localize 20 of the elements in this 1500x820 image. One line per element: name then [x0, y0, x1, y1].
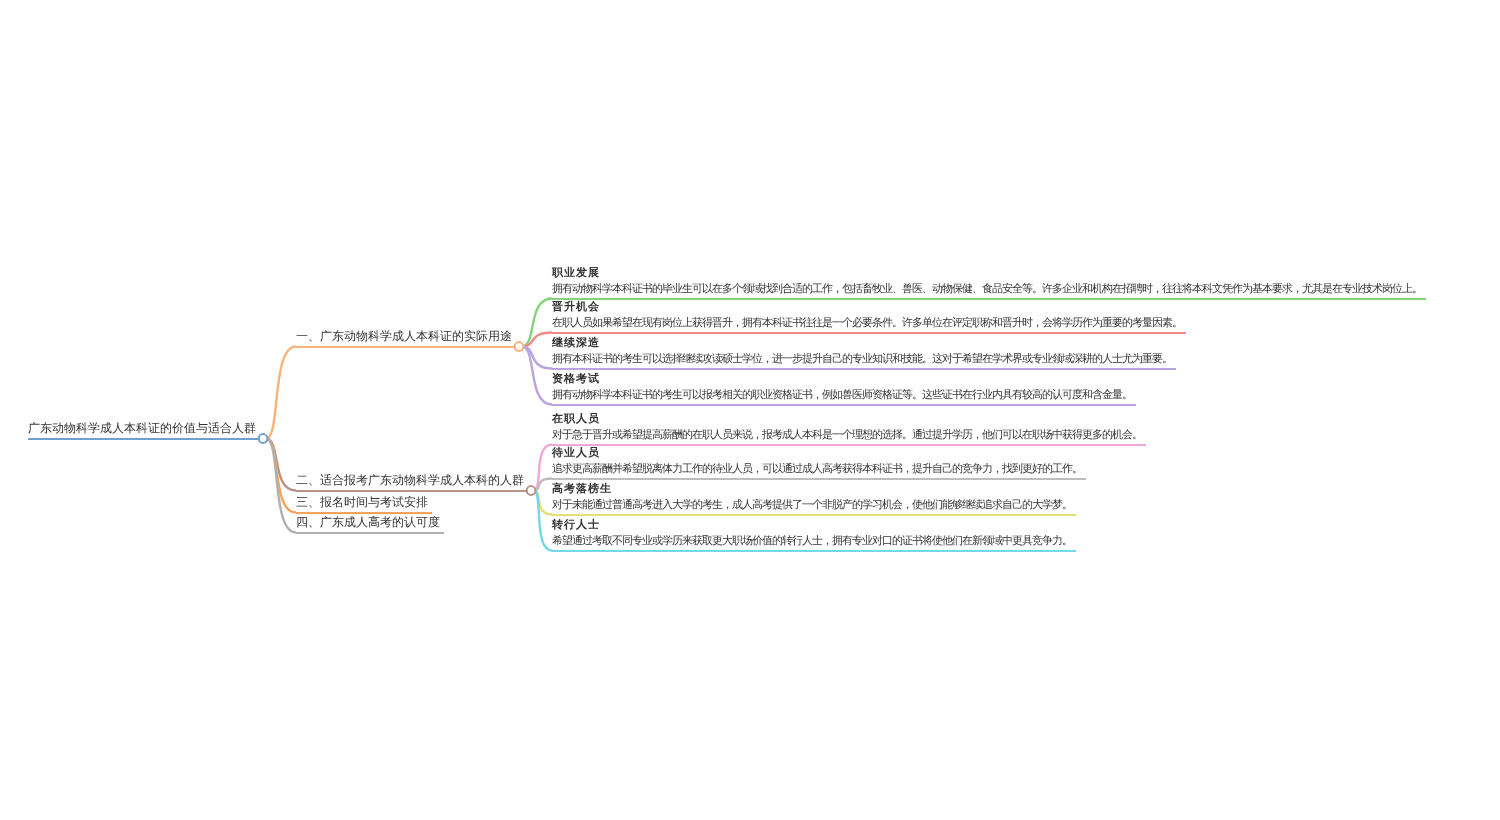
topic-node	[552, 520, 1076, 552]
connector-curve	[521, 345, 553, 406]
topic-node	[552, 268, 1426, 300]
connector-curve	[533, 489, 553, 552]
connector-curve	[265, 437, 297, 534]
connector-curve	[265, 437, 297, 514]
topic-node	[552, 302, 1186, 334]
topic-node	[552, 374, 1136, 406]
connector-curve	[265, 345, 297, 440]
connector-curve	[533, 489, 553, 516]
topic-node	[552, 448, 1086, 480]
connector-curve	[533, 443, 553, 492]
connector-curve	[521, 331, 553, 348]
connector-curve	[521, 345, 553, 370]
connector-curve	[521, 297, 553, 348]
topic-node	[552, 414, 1146, 446]
connector-curve	[533, 477, 553, 492]
topic-node	[552, 484, 1076, 516]
connector-curve	[265, 437, 297, 492]
topic-node	[552, 338, 1176, 370]
